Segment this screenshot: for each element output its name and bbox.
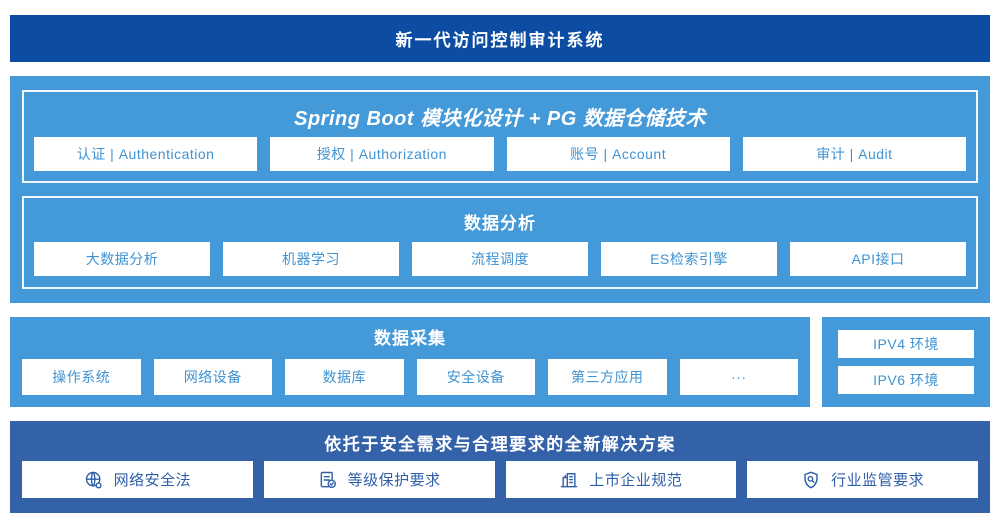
analysis-box-ml: 机器学习 [223,241,399,276]
module-layer-title: Spring Boot 模块化设计 + PG 数据仓储技术 [294,108,706,130]
solution-box-listed-company: 上市企业规范 [505,461,737,498]
analysis-box-bigdata: 大数据分析 [34,241,210,276]
analysis-layer-title: 数据分析 [464,214,536,234]
solution-row: 网络安全法 等级保护要求 [22,461,978,498]
collection-box-security-device: 安全设备 [416,359,535,395]
module-layer-panel: Spring Boot 模块化设计 + PG 数据仓储技术 认证 | Authe… [22,90,978,183]
module-box-authorization: 授权 | Authorization [270,137,494,171]
collection-title: 数据采集 [374,329,446,348]
system-title-banner: 新一代访问控制审计系统 [10,15,990,62]
module-box-audit: 审计 | Audit [742,137,966,171]
module-box-account: 账号 | Account [506,137,730,171]
platform-section: Spring Boot 模块化设计 + PG 数据仓储技术 认证 | Authe… [10,76,990,303]
env-box-ipv6: IPV6 环境 [838,366,974,395]
collection-row: 操作系统 网络设备 数据库 安全设备 第三方应用 ··· [22,359,798,395]
analysis-layer-row: 大数据分析 机器学习 流程调度 ES检索引擎 API接口 [34,241,966,276]
solution-label: 行业监管要求 [831,472,925,489]
shield-magnifier-icon [801,470,821,490]
collection-box-more: ··· [679,359,798,395]
solution-title: 依托于安全需求与合理要求的全新解决方案 [324,435,676,454]
collection-band: 数据采集 操作系统 网络设备 数据库 安全设备 第三方应用 ··· IPV4 环… [10,317,990,407]
globe-network-icon [84,470,104,490]
solution-box-cybersecurity-law: 网络安全法 [22,461,253,498]
analysis-layer-panel: 数据分析 大数据分析 机器学习 流程调度 ES检索引擎 API接口 [22,196,978,289]
building-icon [559,470,579,490]
env-panel: IPV4 环境 IPV6 环境 [822,317,990,407]
analysis-box-workflow: 流程调度 [412,241,588,276]
collection-box-thirdparty: 第三方应用 [548,359,667,395]
solution-label: 上市企业规范 [589,472,683,489]
env-box-ipv4: IPV4 环境 [838,329,974,358]
solution-box-classified-protection: 等级保护要求 [263,461,495,498]
collection-box-database: 数据库 [285,359,404,395]
analysis-box-api: API接口 [790,241,966,276]
collection-section: 数据采集 操作系统 网络设备 数据库 安全设备 第三方应用 ··· [10,317,810,407]
system-title: 新一代访问控制审计系统 [395,31,605,50]
solution-label: 网络安全法 [113,472,192,489]
document-check-icon [318,470,338,490]
solution-section: 依托于安全需求与合理要求的全新解决方案 网络安全法 [10,421,990,513]
solution-box-industry-regulation: 行业监管要求 [747,461,978,498]
analysis-box-es: ES检索引擎 [601,241,777,276]
module-box-authentication: 认证 | Authentication [34,137,258,171]
solution-label: 等级保护要求 [347,472,441,489]
collection-box-network-device: 网络设备 [153,359,272,395]
module-layer-row: 认证 | Authentication 授权 | Authorization 账… [34,137,966,171]
collection-box-os: 操作系统 [22,359,141,395]
